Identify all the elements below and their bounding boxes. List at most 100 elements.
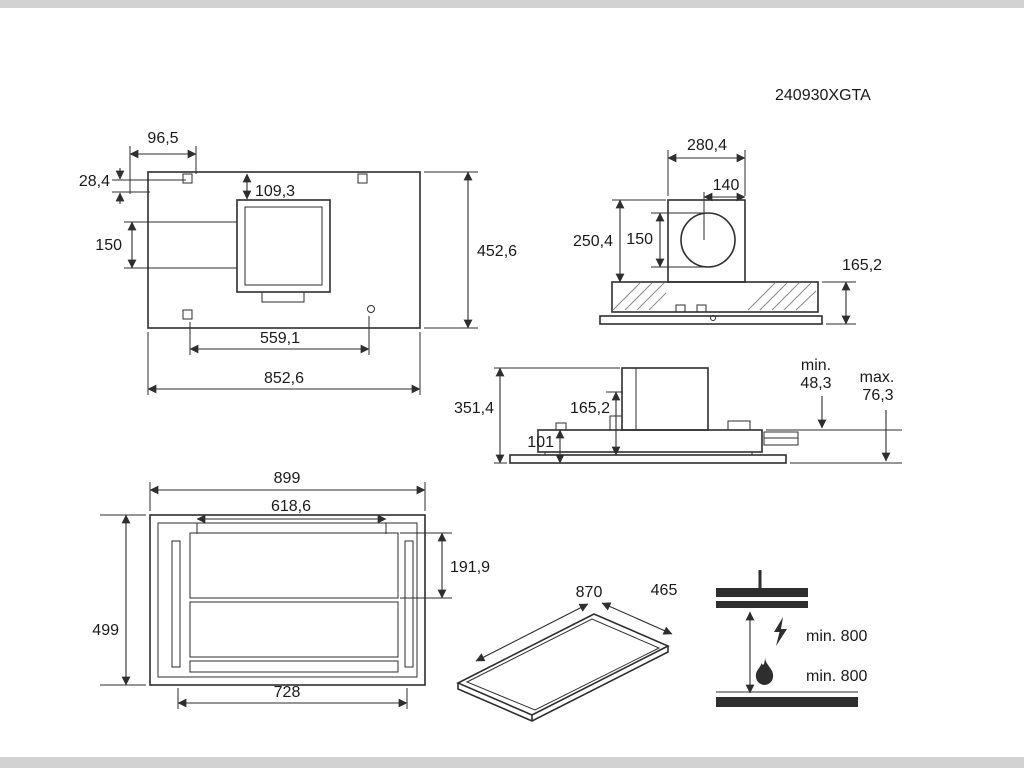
dim-line <box>475 603 589 662</box>
electric-clearance-label: min. 800 <box>806 628 867 645</box>
mounting-hole <box>367 305 375 313</box>
dim-label: 499 <box>92 622 119 639</box>
dim-hole-offset-x: 96,5 <box>129 130 197 194</box>
dim-width: 852,6 <box>147 332 421 395</box>
dim-label: 140 <box>713 177 740 194</box>
dim-bottom-depth: 499 <box>92 514 146 686</box>
ceiling-band <box>611 281 819 313</box>
dim-visible-height: 101 <box>527 429 565 464</box>
ceiling-hatch <box>624 282 653 311</box>
dim-label: 559,1 <box>260 330 300 347</box>
dim-label: 280,4 <box>687 137 727 154</box>
dim-min-clearance: min. 48,3 <box>766 357 902 431</box>
dim-label: 165,2 <box>570 400 610 417</box>
top-view-outline <box>147 171 421 329</box>
dim-line <box>601 602 673 635</box>
fixing-clip <box>696 304 707 313</box>
dim-label: max. <box>860 369 895 386</box>
gas-clearance-label: min. 800 <box>806 668 867 685</box>
cooktop-bar <box>716 697 858 707</box>
mounting-hole <box>357 173 368 184</box>
dim-max-clearance: max. 76,3 <box>790 369 902 464</box>
dim-label: 191,9 <box>450 559 490 576</box>
dim-label: 150 <box>626 231 653 248</box>
ceiling-hatch <box>795 290 817 311</box>
dim-label: 101 <box>527 434 554 451</box>
chimney-box-side <box>621 367 709 431</box>
panel-perspective-view: 870 465 <box>456 582 678 722</box>
ceiling-hatch <box>612 282 641 311</box>
gas-flame-icon <box>755 658 774 685</box>
bottom-view-outline <box>149 514 426 686</box>
dim-hole-offset-y: 28,4 <box>79 168 186 204</box>
mounting-hole <box>182 309 193 320</box>
dim-label: 48,3 <box>800 375 831 392</box>
dim-label: 465 <box>651 582 678 599</box>
duct-housing <box>236 199 331 293</box>
hood-body-outline <box>147 171 421 329</box>
electric-bolt-icon <box>774 617 787 646</box>
top-view: 96,5 28,4 109,3 150 <box>79 130 517 395</box>
front-view: 280,4 140 250,4 150 16 <box>573 137 882 325</box>
dim-chimney-width: 280,4 <box>667 137 746 196</box>
side-rail <box>404 540 414 668</box>
dim-label: 96,5 <box>147 130 178 147</box>
dim-label: 852,6 <box>264 370 304 387</box>
dim-label: 899 <box>274 470 301 487</box>
hood-bar <box>716 601 808 608</box>
dim-label: 452,6 <box>477 243 517 260</box>
dim-label: min. <box>801 357 831 374</box>
dim-body-height-front: 165,2 <box>822 257 882 325</box>
dim-duct-diameter: 140 <box>703 177 746 240</box>
dim-bottom-width: 899 <box>149 470 426 511</box>
side-rail <box>171 540 181 668</box>
dim-depth: 452,6 <box>424 171 517 329</box>
ceiling-hatch <box>783 282 812 311</box>
duct-housing-foot <box>261 291 305 303</box>
dim-total-height: 351,4 <box>454 367 620 464</box>
ceiling-hatch <box>636 282 665 311</box>
dim-filter-depth: 191,9 <box>400 532 490 599</box>
ceiling-hatch <box>771 282 800 311</box>
front-view-outline <box>599 199 823 325</box>
filter-strip <box>189 660 399 673</box>
ceiling-bar <box>716 588 808 597</box>
panel-outline <box>456 613 670 716</box>
dim-label: 351,4 <box>454 400 494 417</box>
duct-outlet-circle <box>680 212 736 268</box>
dim-filter-width: 618,6 <box>196 498 387 534</box>
bottom-view: 899 618,6 191,9 499 <box>92 470 490 709</box>
fixing-clip <box>675 304 686 313</box>
bottom-panel-side <box>509 454 787 464</box>
ceiling-hatch <box>648 292 667 311</box>
model-number: 240930XGTA <box>775 87 871 104</box>
mounting-clip <box>727 420 751 431</box>
ceiling-hatch <box>759 282 788 311</box>
mounting-hole <box>182 173 193 184</box>
hood-bottom-outline <box>149 514 426 686</box>
hood-bottom-inner <box>157 522 418 678</box>
clearance-diagram: min. 800 min. 800 <box>716 570 867 707</box>
dim-duct-offset: 109,3 <box>242 173 295 200</box>
hood-body-side <box>537 429 763 453</box>
dim-label: 618,6 <box>271 498 311 515</box>
dim-hole-spacing: 559,1 <box>189 316 370 355</box>
dim-panel-depth: 465 <box>601 582 678 635</box>
dim-label: 28,4 <box>79 173 110 190</box>
dim-duct-center-height: 150 <box>626 212 706 268</box>
panel-thickness <box>457 646 669 722</box>
dim-label: 150 <box>95 237 122 254</box>
filter-panel <box>189 601 399 658</box>
dim-label: 109,3 <box>255 183 295 200</box>
dim-label: 76,3 <box>862 387 893 404</box>
dim-chimney-height: 250,4 <box>573 199 666 283</box>
top-border <box>0 0 1024 8</box>
dim-body-height-side: 165,2 <box>570 391 623 456</box>
dim-label: 165,2 <box>842 257 882 274</box>
bottom-border <box>0 757 1024 768</box>
bottom-panel <box>599 315 823 325</box>
duct-housing-inner <box>244 206 323 286</box>
dim-label: 250,4 <box>573 233 613 250</box>
